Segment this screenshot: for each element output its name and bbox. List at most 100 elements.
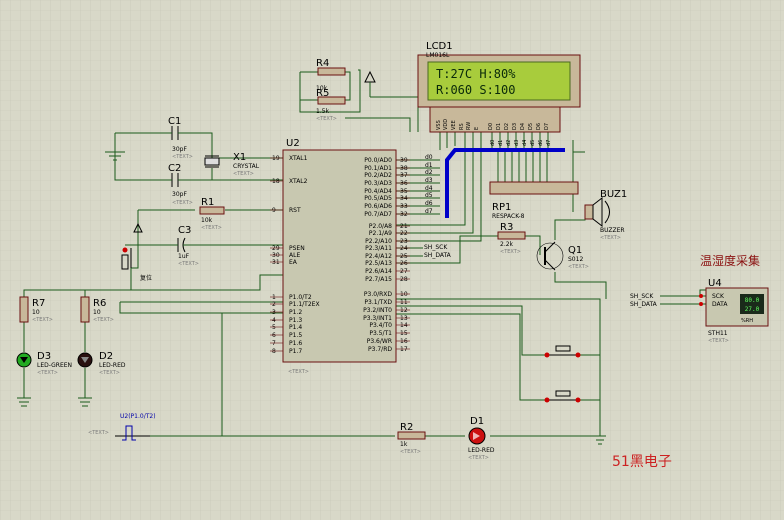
sensor-mode: %RH — [741, 318, 753, 324]
d3-value: LED-GREEN — [37, 362, 72, 369]
lcd-pin-e: E — [474, 127, 480, 130]
lcd-pin-d2: D2 — [504, 123, 510, 130]
mcu-pin-num-32: 32 — [400, 211, 408, 218]
mcu-pin-num-7: 7 — [272, 340, 276, 347]
mcu-pin-name-35: P0.4/AD4 — [364, 188, 392, 195]
r2-ref: R2 — [400, 422, 413, 433]
mcu-pin-num-18: 18 — [272, 178, 280, 185]
capacitor-c2[interactable]: C2 30pF <TEXT> — [162, 163, 193, 206]
mcu-pin-num-30: 30 — [272, 252, 280, 259]
mcu-pin-num-36: 36 — [400, 180, 408, 187]
sensor-text-tag: <TEXT> — [708, 338, 729, 344]
mcu-pin-name-3: P1.2 — [289, 309, 302, 316]
led-d2[interactable]: D2 LED-RED <TEXT> — [77, 351, 126, 376]
mcu-pin-name-23: P2.2/A10 — [365, 238, 392, 245]
bus-label-top-d6: d6 — [538, 140, 544, 146]
capacitor-c3[interactable]: C3 1uF <TEXT> — [170, 225, 199, 267]
capacitor-c1[interactable]: C1 30pF <TEXT> — [162, 116, 193, 160]
mcu-pin-num-28: 28 — [400, 276, 408, 283]
mcu-pin-name-19: XTAL1 — [289, 155, 308, 162]
push-button-2[interactable] — [544, 390, 581, 403]
led-d3[interactable]: D3 LED-GREEN <TEXT> — [16, 351, 72, 376]
c1-text-tag: <TEXT> — [172, 154, 193, 160]
mcu-pin-name-32: P0.7/AD7 — [364, 211, 392, 218]
c3-text-tag: <TEXT> — [178, 261, 199, 267]
lcd-pin-d3: D3 — [512, 123, 518, 130]
resistor-r3[interactable]: R3 2.2k <TEXT> — [497, 222, 526, 255]
mcu-pin-name-37: P0.2/AD2 — [364, 172, 392, 179]
led-d1[interactable]: D1 LED-RED <TEXT> — [468, 416, 495, 461]
bus-label-d6: d6 — [425, 200, 433, 207]
mcu-pin-name-13: P3.3/INT1 — [363, 315, 392, 322]
d1-value: LED-RED — [468, 447, 495, 454]
r3-text-tag: <TEXT> — [500, 249, 521, 255]
resistor-pack-rp1[interactable]: RP1 RESPACK-8 — [489, 181, 579, 220]
lcd-pin-d4: D4 — [520, 123, 526, 130]
sensor-net-data: SH_DATA — [630, 301, 658, 308]
resistor-r7[interactable]: R7 10 <TEXT> — [19, 296, 53, 323]
sensor-ref: U4 — [708, 278, 722, 289]
resistor-r5[interactable]: R5 1.5k <TEXT> — [316, 88, 346, 122]
r1-text-tag: <TEXT> — [201, 225, 222, 231]
mcu-pin-num-10: 10 — [400, 291, 408, 298]
push-button-1[interactable] — [544, 345, 581, 358]
mcu-pin-num-39: 39 — [400, 157, 408, 164]
bus-label-top-d1: d1 — [498, 140, 504, 146]
lcd-pin-vss: VSS — [436, 120, 442, 130]
buzzer-buz1[interactable]: BUZ1 BUZZER <TEXT> — [584, 189, 627, 241]
lcd-pin-d6: D6 — [536, 123, 542, 130]
sensor-pin-data: DATA — [712, 301, 728, 308]
mcu-pin-name-33: P0.6/AD6 — [364, 203, 392, 210]
signal-generator[interactable]: U2(P1.0/T2) <TEXT> — [88, 413, 156, 441]
sensor-display-1: 80.0 — [745, 297, 760, 304]
lcd-pin-rs: RS — [459, 123, 465, 130]
watermark-text: 51黑电子 — [612, 454, 672, 470]
mcu-8051[interactable]: U2 XTAL119XTAL218RST9PSEN29ALE30EA31P1.0… — [270, 138, 552, 375]
mcu-pin-name-31: EA — [289, 259, 298, 266]
x1-text-tag: <TEXT> — [233, 171, 254, 177]
q1-text-tag: <TEXT> — [568, 264, 589, 270]
mcu-pin-num-38: 38 — [400, 165, 408, 172]
c2-value: 30pF — [172, 191, 187, 198]
r3-value: 2.2k — [500, 241, 514, 248]
mcu-pin-name-15: P3.5/T1 — [369, 330, 392, 337]
d2-ref: D2 — [99, 351, 113, 362]
resistor-r6[interactable]: R6 10 <TEXT> — [80, 296, 114, 323]
lcd-pin-d1: D1 — [496, 123, 502, 130]
c3-value: 1uF — [178, 253, 190, 260]
mcu-pin-name-7: P1.6 — [289, 340, 302, 347]
sensor-title: 温湿度采集 — [700, 253, 760, 268]
resistor-r2[interactable]: R2 1k <TEXT> — [397, 422, 426, 455]
mcu-pin-name-28: P2.7/A15 — [365, 276, 392, 283]
reset-switch[interactable]: 复位 — [121, 247, 152, 283]
lcd-pin-d7: D7 — [544, 123, 550, 130]
r6-text-tag: <TEXT> — [93, 317, 114, 323]
sensor-sht11[interactable]: 温湿度采集 U4 SCK DATA 80.0 27.0 %RH STH11 <T… — [630, 253, 769, 344]
generator-text-tag: <TEXT> — [88, 430, 109, 436]
d3-text-tag: <TEXT> — [37, 370, 58, 376]
mcu-pin-num-12: 12 — [400, 307, 408, 314]
lcd-ref: LCD1 — [426, 41, 453, 52]
mcu-pin-num-6: 6 — [272, 332, 276, 339]
mcu-pin-name-22: P2.1/A9 — [369, 230, 392, 237]
mcu-pin-name-27: P2.6/A14 — [365, 268, 392, 275]
mcu-pin-name-21: P2.0/A8 — [369, 223, 392, 230]
mcu-pin-name-9: RST — [289, 207, 301, 214]
mcu-pin-num-19: 19 — [272, 155, 280, 162]
mcu-pin-name-39: P0.0/AD0 — [364, 157, 392, 164]
resistor-r4[interactable]: R4 10k — [316, 58, 346, 92]
transistor-q1[interactable]: Q1 S012 <TEXT> — [536, 241, 589, 271]
bus-label-top-d3: d3 — [514, 140, 520, 146]
crystal-x1[interactable]: X1 CRYSTAL <TEXT> — [204, 152, 260, 177]
buz1-value: BUZZER — [600, 227, 625, 234]
mcu-pin-name-11: P3.1/TXD — [364, 299, 392, 306]
resistor-r1[interactable]: R1 10k <TEXT> — [199, 197, 225, 231]
mcu-pin-num-22: 22 — [400, 230, 408, 237]
bus-label-d0: d0 — [425, 154, 433, 161]
mcu-pin-num-35: 35 — [400, 188, 408, 195]
net-label-sh-sck: SH_SCK — [424, 244, 448, 251]
mcu-pin-num-24: 24 — [400, 245, 408, 252]
